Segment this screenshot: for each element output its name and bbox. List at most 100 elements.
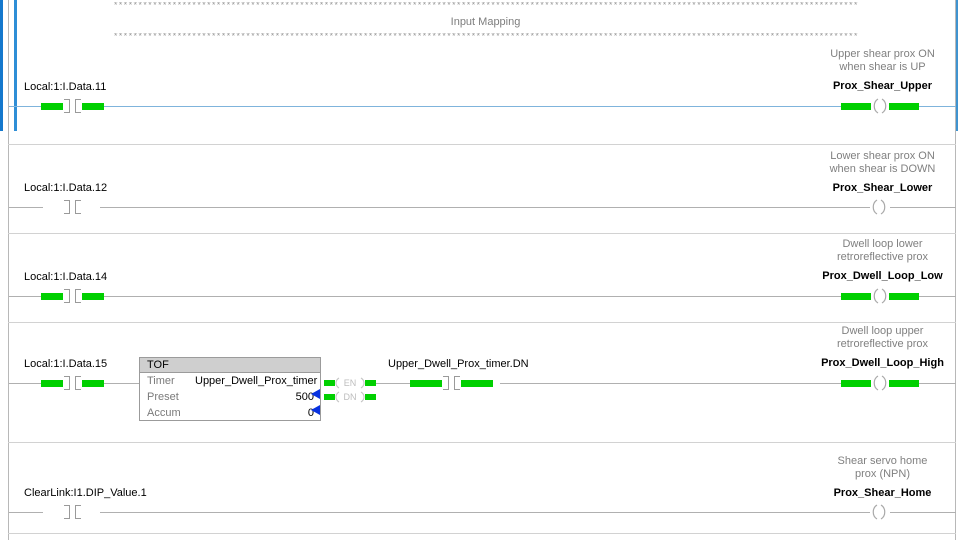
output-description-line2: when shear is UP xyxy=(839,61,926,73)
function-block-tof[interactable]: TOF Timer Upper_Dwell_Prox_timer Preset … xyxy=(139,357,321,421)
function-block-row-accum[interactable]: Accum 0 xyxy=(140,405,320,421)
output-description-line1: Upper shear prox ON xyxy=(830,48,935,60)
contact-bar-left xyxy=(41,102,63,110)
row-label: Accum xyxy=(147,407,181,419)
contact-xic-mid[interactable] xyxy=(410,376,493,390)
output-tag-label: Prox_Shear_Home xyxy=(833,487,932,499)
function-block-output-en: EN xyxy=(324,376,376,390)
contact-bar-left xyxy=(41,379,63,387)
coil-paren-left xyxy=(870,199,879,215)
comment-star-line-bottom: ****************************************… xyxy=(113,33,858,42)
output-tag-label: Prox_Shear_Upper xyxy=(832,80,933,92)
input-tag-label: Local:1:I.Data.11 xyxy=(24,81,107,93)
coil-ote[interactable] xyxy=(841,288,919,304)
contact-xic[interactable] xyxy=(41,376,104,390)
coil-bar-right xyxy=(889,102,919,110)
coil-bar-left xyxy=(841,102,871,110)
rung-selection-bar-inner xyxy=(14,0,17,131)
output-description: Upper shear prox ON when shear is UP xyxy=(795,48,970,74)
output-description-line2: prox (NPN) xyxy=(854,468,910,480)
contact-bar-right xyxy=(82,102,104,110)
rung-wire xyxy=(9,207,43,208)
contact-bar-left xyxy=(410,379,442,387)
output-label-dn: DN xyxy=(335,390,365,404)
contact-bracket-right xyxy=(63,505,70,519)
comment-title: Input Mapping xyxy=(450,16,521,28)
output-description: Dwell loop upper retroreflective prox xyxy=(795,325,970,351)
contact-bracket-left xyxy=(75,99,82,113)
mid-tag-label: Upper_Dwell_Prox_timer.DN xyxy=(388,358,529,370)
output-tag-label: Prox_Dwell_Loop_High xyxy=(821,357,944,369)
contact-bracket-right xyxy=(63,376,70,390)
contact-bracket-right xyxy=(63,289,70,303)
contact-bar-right xyxy=(82,509,104,516)
coil-paren-right xyxy=(880,375,889,391)
contact-xic[interactable] xyxy=(41,505,104,519)
rung-wire xyxy=(100,383,139,384)
rung-separator xyxy=(8,533,956,534)
contact-bar-left xyxy=(41,204,63,211)
rung-wire xyxy=(918,106,956,107)
row-value[interactable]: Upper_Dwell_Prox_timer xyxy=(195,375,318,387)
output-description: Shear servo home prox (NPN) xyxy=(795,455,970,481)
contact-bracket-left xyxy=(75,289,82,303)
rung-separator xyxy=(8,442,956,443)
rung-wire xyxy=(918,296,956,297)
contact-bracket-left xyxy=(75,376,82,390)
rung-wire xyxy=(372,383,411,384)
function-block-row-timer[interactable]: Timer Upper_Dwell_Prox_timer xyxy=(140,373,320,389)
contact-xic[interactable] xyxy=(41,99,104,113)
coil-ote[interactable] xyxy=(870,199,888,215)
output-tag-label: Prox_Shear_Lower xyxy=(832,182,933,194)
row-value[interactable]: 0 xyxy=(307,407,314,419)
rung-selection-bar-outer xyxy=(0,0,3,131)
contact-bracket-left xyxy=(75,505,82,519)
coil-paren-left xyxy=(871,98,880,114)
input-tag-label: ClearLink:I1.DIP_Value.1 xyxy=(24,487,147,499)
contact-bracket-right xyxy=(63,200,70,214)
contact-xic[interactable] xyxy=(41,289,104,303)
rung-comment-header: ****************************************… xyxy=(113,2,858,42)
contact-bracket-right xyxy=(442,376,449,390)
rung-wire xyxy=(9,383,43,384)
function-block-row-preset[interactable]: Preset 500 xyxy=(140,389,320,405)
output-tag-label: Prox_Dwell_Loop_Low xyxy=(822,270,943,282)
contact-bar-left xyxy=(41,292,63,300)
rung-wire xyxy=(918,383,956,384)
coil-bar-right xyxy=(889,292,919,300)
comment-star-line-top: ****************************************… xyxy=(113,2,858,11)
contact-bar-right xyxy=(82,292,104,300)
output-description: Lower shear prox ON when shear is DOWN xyxy=(795,150,970,176)
coil-paren-right xyxy=(879,504,888,520)
function-block-output-dn: DN xyxy=(324,390,376,404)
accum-arrow-icon xyxy=(311,405,320,415)
contact-bar-right xyxy=(82,379,104,387)
contact-bracket-right xyxy=(63,99,70,113)
rung-wire xyxy=(890,512,956,513)
contact-xic[interactable] xyxy=(41,200,104,214)
output-bar-left xyxy=(324,380,335,386)
preset-arrow-icon xyxy=(311,389,320,399)
coil-ote[interactable] xyxy=(841,375,919,391)
coil-bar-left xyxy=(841,379,871,387)
coil-paren-right xyxy=(880,98,889,114)
rung-wire xyxy=(500,383,842,384)
rung-wire xyxy=(100,296,842,297)
rung-wire xyxy=(9,512,43,513)
output-description-line2: when shear is DOWN xyxy=(829,163,936,175)
coil-ote[interactable] xyxy=(841,98,919,114)
output-description-line1: Dwell loop lower xyxy=(842,238,923,250)
rung-wire xyxy=(9,106,43,107)
rung-wire xyxy=(890,207,956,208)
rung-separator xyxy=(8,233,956,234)
contact-bracket-left xyxy=(454,376,461,390)
row-value[interactable]: 500 xyxy=(295,391,314,403)
coil-ote[interactable] xyxy=(870,504,888,520)
power-rail-right xyxy=(955,0,956,540)
output-description-line2: retroreflective prox xyxy=(836,251,929,263)
output-description-line2: retroreflective prox xyxy=(836,338,929,350)
input-tag-label: Local:1:I.Data.12 xyxy=(24,182,108,194)
output-label-en: EN xyxy=(335,376,365,390)
coil-paren-right xyxy=(879,199,888,215)
